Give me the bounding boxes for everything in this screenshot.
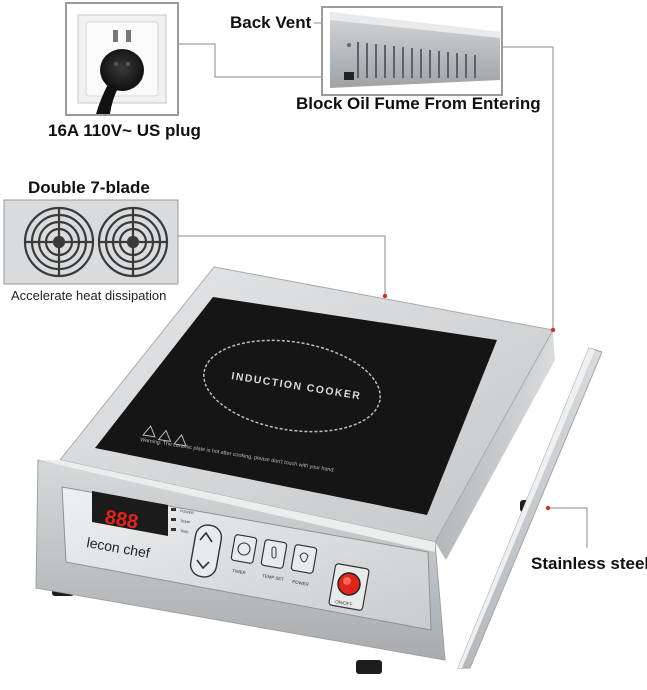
plug-inset	[65, 2, 179, 116]
indicator-time: TIME	[180, 529, 190, 535]
fan-inset	[3, 199, 179, 285]
fan-caption: Accelerate heat dissipation	[11, 288, 167, 303]
power-button[interactable]: POWER	[290, 544, 318, 587]
fan-title: Double 7-blade	[28, 178, 150, 197]
plug-icon	[100, 49, 144, 91]
coil-circle	[203, 339, 381, 433]
timer-label: TIMER	[232, 568, 246, 575]
fan-leader-line	[178, 235, 386, 296]
stainless-steel-panel	[457, 347, 603, 669]
up-down-button[interactable]	[189, 523, 224, 579]
switch-label: ON/OFF	[335, 599, 353, 607]
fan-right-icon	[97, 206, 169, 278]
plug-leader-line	[178, 43, 322, 78]
leader-lines	[178, 22, 588, 548]
indicator-temp: TEMP	[180, 519, 191, 525]
induction-cooker: INDUCTION COOKER Warning: The ceramic pl…	[35, 266, 556, 674]
flame-icon	[299, 552, 309, 563]
stainless-steel-label: Stainless steel	[531, 554, 647, 573]
temp-set-button[interactable]: TEMP SET	[260, 539, 288, 582]
vent-right-leader-line	[503, 46, 554, 330]
plug-label: 16A 110V~ US plug	[48, 121, 201, 140]
oil-fume-label: Block Oil Fume From Entering	[296, 94, 541, 113]
thermometer-icon	[271, 546, 277, 559]
clock-icon	[237, 542, 251, 556]
chevron-down-icon	[196, 559, 210, 570]
on-off-switch[interactable]: ON/OFF	[328, 563, 370, 611]
steel-leader-line	[548, 507, 588, 548]
fan-left-icon	[23, 206, 95, 278]
glass-cooktop	[95, 297, 497, 515]
power-label: POWER	[292, 579, 309, 587]
chevron-up-icon	[199, 531, 213, 543]
indicator-power: POWER	[180, 509, 194, 515]
temp-set-label: TEMP SET	[262, 573, 285, 582]
back-vent-label: Back Vent	[230, 13, 312, 32]
led-display	[92, 491, 168, 536]
timer-button[interactable]: TIMER	[230, 534, 258, 575]
back-vent-inset	[321, 6, 503, 96]
